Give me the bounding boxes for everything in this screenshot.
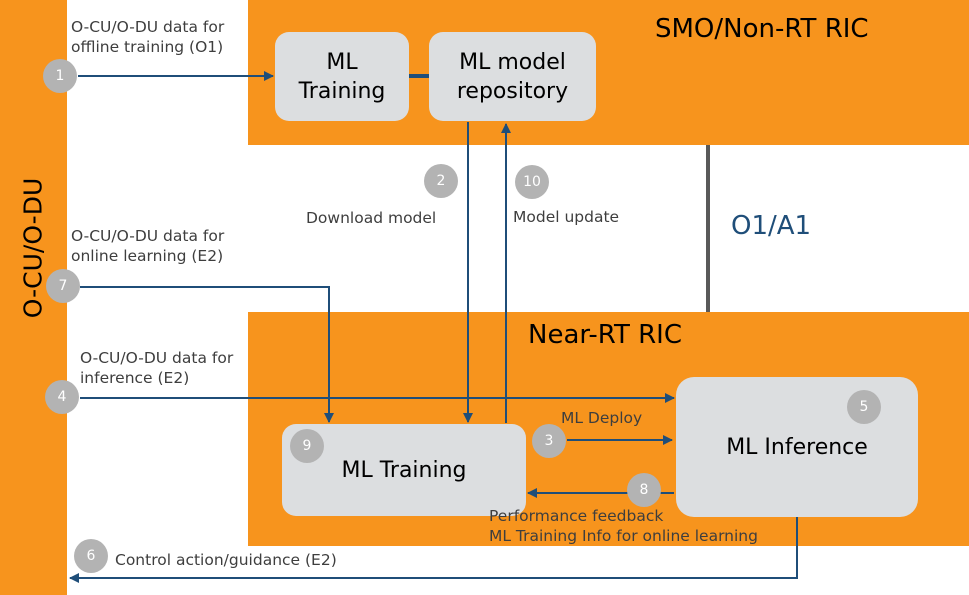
step-6-badge: 6 [74,539,108,573]
ml-deploy-label: ML Deploy [561,409,643,427]
step-5-badge: 5 [847,390,881,424]
control-action-arrow [69,517,798,583]
download-model-label: Download model [306,209,437,227]
o1-a1-interface-label: O1/A1 [731,211,812,241]
step-8-badge: 8 [627,473,661,507]
ml-inference-box: ML Inference [676,377,918,517]
step-9-badge: 9 [290,429,324,463]
step-10-badge: 10 [515,165,549,199]
step-3-badge: 3 [532,424,566,458]
model-update-label: Model update [513,208,620,226]
step-2-badge: 2 [424,164,458,198]
step-1-badge: 1 [43,59,77,93]
step-7-badge: 7 [46,269,80,303]
near-rt-ml-training-box: ML Training [282,424,526,516]
near-rt-ric-title: Near-RT RIC [528,320,682,350]
control-action-label: Control action/guidance (E2) [115,551,337,569]
online-learning-arrow [80,286,334,423]
smo-title: SMO/Non-RT RIC [655,14,869,44]
step-4-badge: 4 [45,380,79,414]
